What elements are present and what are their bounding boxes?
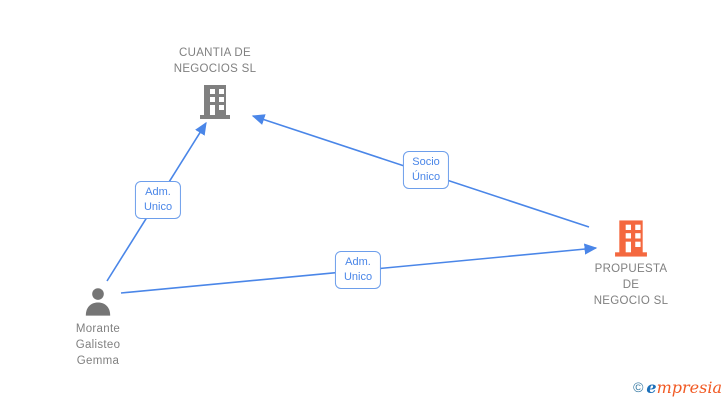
logo-brand-text: mpresia <box>656 378 722 397</box>
person-icon <box>85 288 111 316</box>
edge-label-socio-unico: Socio Único <box>402 151 450 189</box>
edge-label-adm-unico-2: Adm. Unico <box>334 251 382 289</box>
logo-letter-e: e <box>646 378 657 397</box>
node-person-morante[interactable]: Morante Galisteo Gemma <box>38 286 158 369</box>
building-icon <box>615 220 647 257</box>
copyright-icon: © <box>633 379 644 395</box>
empresia-logo[interactable]: ©empresia <box>633 378 722 397</box>
building-icon <box>200 85 230 119</box>
company-name: PROPUESTA DE NEGOCIO SL <box>593 263 669 307</box>
edge-label-adm-unico-1: Adm. Unico <box>134 181 182 219</box>
node-company-propuesta[interactable]: PROPUESTA DE NEGOCIO SL <box>551 220 711 309</box>
node-company-cuantia[interactable]: CUANTIA DE NEGOCIOS SL <box>135 45 295 119</box>
person-name: Morante Galisteo Gemma <box>75 323 121 367</box>
company-name: CUANTIA DE NEGOCIOS SL <box>173 47 257 75</box>
